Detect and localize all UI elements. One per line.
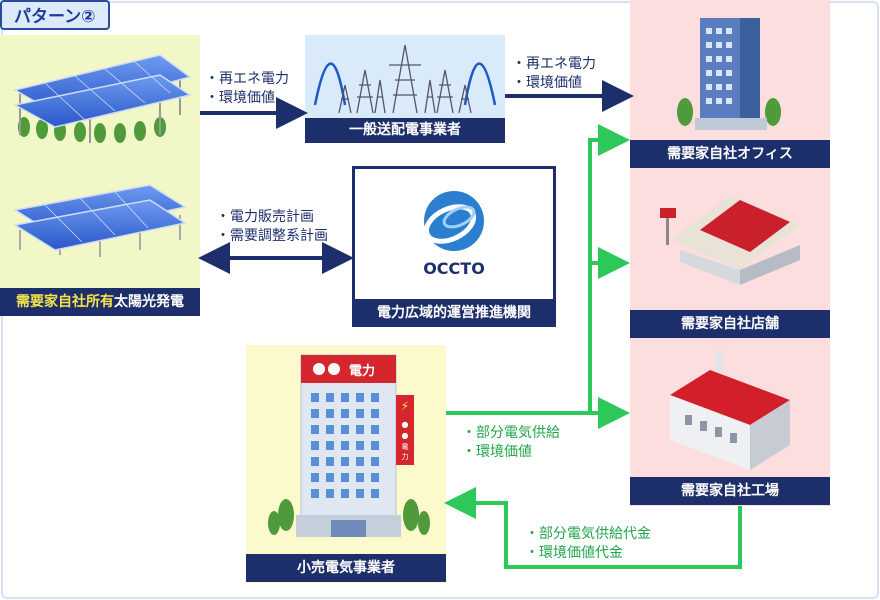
store-label: 需要家自社店舗 — [630, 310, 830, 338]
note-grid-to-office: ・再エネ電力 ・環境価値 — [512, 55, 596, 93]
note-line: ・環境価値代金 — [525, 545, 623, 561]
note-line: ・環境価値 — [462, 444, 532, 460]
occto-logo-text: OCCTO — [423, 259, 485, 278]
office-label: 需要家自社オフィス — [630, 140, 830, 168]
occto-label: 電力広域的運営推進機関 — [352, 299, 556, 327]
arrow-payment — [444, 487, 742, 569]
pattern-tag: パターン② — [0, 0, 110, 30]
transmission-tower-icon — [313, 44, 497, 114]
factory-label: 需要家自社工場 — [630, 477, 830, 505]
note-line: ・再エネ電力 — [205, 71, 289, 87]
retailer-label: 小売電気事業者 — [246, 554, 446, 582]
note-line: ・電力販売計画 — [216, 209, 314, 225]
solar-panel-area — [0, 35, 200, 315]
svg-text:⚡: ⚡ — [401, 399, 409, 413]
note-retailer-to-sites: ・部分電気供給 ・環境価値 — [462, 424, 560, 462]
arrow-to-office — [588, 124, 630, 413]
occto-logo-icon: OCCTO — [423, 191, 485, 278]
note-line: ・環境価値 — [512, 75, 582, 91]
retailer-building-icon: 電力 ⚡ ● ● 電 力 — [268, 354, 430, 537]
note-line: ・部分電気供給 — [462, 425, 560, 441]
svg-text:電力: 電力 — [349, 363, 375, 379]
note-solar-to-grid: ・再エネ電力 ・環境価値 — [205, 70, 289, 108]
solar-label-type: 太陽光発電 — [114, 294, 184, 310]
note-line: ・部分電気供給代金 — [525, 526, 651, 542]
solar-label: 需要家自社所有太陽光発電 — [0, 288, 200, 316]
solar-array-top-icon — [12, 54, 192, 143]
retailer-panel: 電力 ⚡ ● ● 電 力 — [246, 345, 446, 583]
solar-farm-illustration — [12, 54, 192, 257]
svg-text:●: ● — [402, 431, 409, 440]
svg-text:電: 電 — [402, 443, 409, 451]
note-line: ・再エネ電力 — [512, 56, 596, 72]
note-line: ・需要調整系計画 — [216, 228, 328, 244]
solar-label-owned: 需要家自社所有 — [16, 294, 114, 310]
svg-text:●: ● — [402, 420, 409, 429]
solar-array-bottom-icon — [12, 184, 187, 257]
note-payment: ・部分電気供給代金 ・環境価値代金 — [525, 525, 651, 563]
grid-operator-label: 一般送配電事業者 — [305, 118, 505, 143]
note-line: ・環境価値 — [205, 90, 275, 106]
svg-text:力: 力 — [402, 452, 409, 461]
note-occto-plans: ・電力販売計画 ・需要調整系計画 — [216, 208, 328, 246]
